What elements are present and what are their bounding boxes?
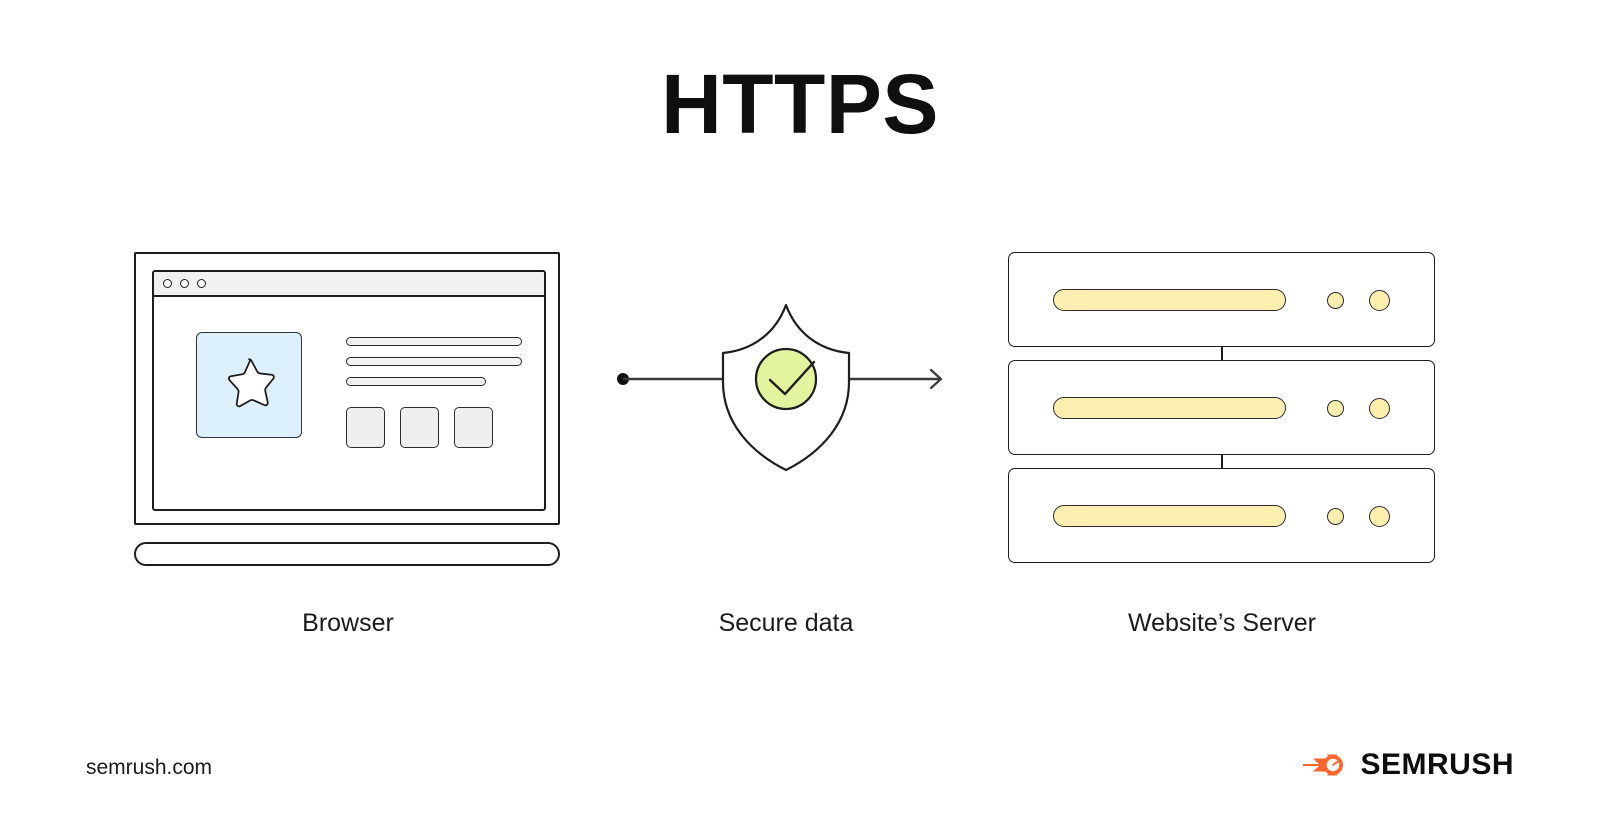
shield-and-arrow-group xyxy=(617,303,943,472)
browser-hero-panel xyxy=(196,332,302,438)
browser-text-line xyxy=(346,377,486,386)
window-control-dot-icon xyxy=(163,279,172,288)
server-rack-unit xyxy=(1008,360,1435,455)
browser-illustration xyxy=(134,252,562,572)
server-rack-bar xyxy=(1053,397,1286,419)
server-illustration xyxy=(1008,252,1438,570)
check-badge-icon xyxy=(754,347,818,411)
browser-titlebar xyxy=(154,272,544,297)
server-rack-bar xyxy=(1053,505,1286,527)
browser-card xyxy=(454,407,493,448)
rack-connector xyxy=(1221,347,1223,361)
semrush-wordmark: SEMRUSH xyxy=(1360,748,1514,781)
caption-website-server: Website’s Server xyxy=(1127,609,1317,637)
caption-browser: Browser xyxy=(302,609,394,637)
rack-connector xyxy=(1221,455,1223,469)
server-rack-bar xyxy=(1053,289,1286,311)
server-led-icon xyxy=(1327,292,1344,309)
laptop-bezel xyxy=(134,252,560,525)
semrush-comet-icon xyxy=(1303,754,1344,776)
server-led-icon xyxy=(1369,290,1390,311)
semrush-logo: SEMRUSH xyxy=(1302,748,1514,782)
caption-secure-data: Secure data xyxy=(718,609,854,637)
window-control-dot-icon xyxy=(197,279,206,288)
browser-window xyxy=(152,270,546,511)
browser-card xyxy=(346,407,385,448)
secure-data-illustration xyxy=(600,290,960,480)
browser-card xyxy=(400,407,439,448)
page-title: HTTPS xyxy=(661,57,939,151)
source-url: semrush.com xyxy=(86,756,213,779)
server-rack-unit xyxy=(1008,252,1435,347)
star-icon xyxy=(227,358,275,408)
browser-text-line xyxy=(346,337,522,346)
server-led-icon xyxy=(1327,508,1344,525)
server-rack-unit xyxy=(1008,468,1435,563)
window-control-dot-icon xyxy=(180,279,189,288)
server-led-icon xyxy=(1327,400,1344,417)
laptop-base xyxy=(134,542,560,566)
browser-text-line xyxy=(346,357,522,366)
server-led-icon xyxy=(1369,506,1390,527)
server-led-icon xyxy=(1369,398,1390,419)
